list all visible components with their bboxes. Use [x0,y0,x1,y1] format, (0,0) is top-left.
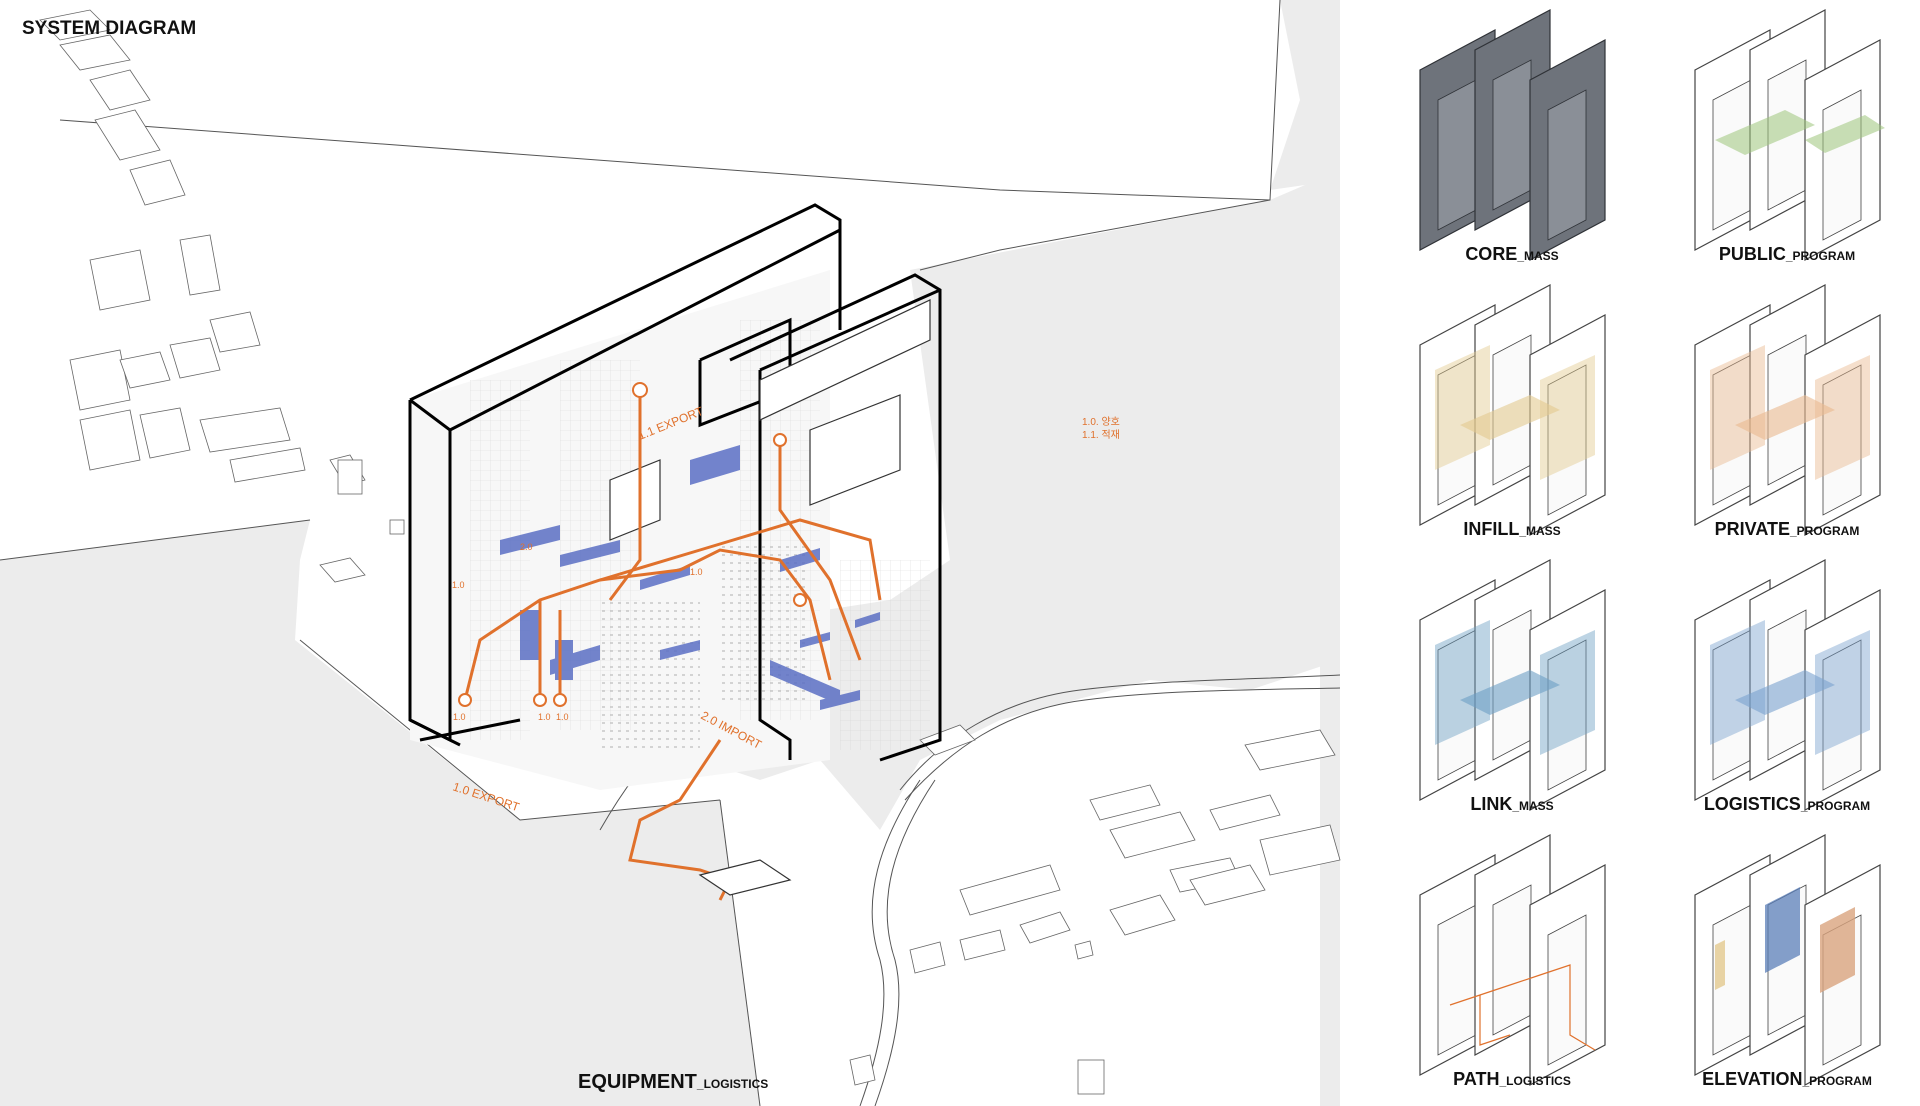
panel-core: CORE_MASS [1419,9,1606,264]
panel-accent [1715,110,1815,155]
panel-frame-window [1822,89,1862,241]
panel-frame-window [1822,639,1862,791]
panel-public: PUBLIC_PROGRAM [1694,9,1885,264]
panel-accent [1435,345,1490,470]
panel-frame-window [1437,79,1477,231]
panel-accent [1460,670,1560,715]
panel-frame-window [1492,884,1532,1036]
panel-accent [1479,995,1511,1046]
panel-label-sub: _PROGRAM [1800,799,1870,813]
annotation-num-1: 1.0 [453,712,466,722]
panel-label: INFILL_MASS [1463,519,1560,539]
annotation-num-3: 1.0 [556,712,569,722]
panel-accent [1715,940,1725,990]
panel-frame-window [1547,89,1587,241]
panel-elevation: ELEVATION_PROGRAM [1694,834,1881,1089]
panel-frame-window [1437,904,1477,1056]
panel-frame-window [1547,639,1587,791]
equipment-caption-sub: _LOGISTICS [696,1077,768,1091]
panel-accent [1710,620,1765,745]
panel-frame-window [1712,79,1752,231]
annotation-num-4: 1.0 [452,580,465,590]
panel-accent [1735,395,1835,440]
panel-accent [1540,630,1595,755]
equipment-caption-main: EQUIPMENT [578,1071,697,1093]
panel-accent [1815,355,1870,480]
panel-label-sub: _MASS [1511,799,1553,813]
annotation-num-6: 2.0 [520,542,533,552]
panel-frame-window [1492,59,1532,211]
panel-accent [1820,907,1855,993]
panel-label-main: INFILL [1463,519,1519,539]
panel-accent [1805,115,1885,153]
annotation-legend-2: 1.1. 적재 [1082,429,1120,441]
panel-accent [1735,670,1835,715]
panel-label: CORE_MASS [1465,244,1558,264]
panel-label: PRIVATE_PROGRAM [1715,519,1860,539]
panel-path: PATH_LOGISTICS [1419,834,1606,1089]
panel-label-main: PATH [1453,1069,1499,1089]
context-buildings [39,9,1341,1095]
panel-label-main: LOGISTICS [1704,794,1801,814]
panel-accent [1540,355,1595,480]
panel-label-sub: _PROGRAM [1802,1074,1872,1088]
panel-label-main: PRIVATE [1715,519,1790,539]
panel-private: PRIVATE_PROGRAM [1694,284,1881,539]
page-title: SYSTEM DIAGRAM [22,18,196,39]
equipment-caption: EQUIPMENT_LOGISTICS [578,1071,768,1093]
annotation-legend-1: 1.0. 양호 [1082,416,1120,428]
panel-label-sub: _PROGRAM [1785,249,1855,263]
panel-label-main: CORE [1465,244,1517,264]
panel-frame-window [1822,364,1862,516]
panel-label-sub: _PROGRAM [1789,524,1859,538]
panel-frame-window [1547,914,1587,1066]
panel-label: PUBLIC_PROGRAM [1719,244,1855,264]
panel-label: ELEVATION_PROGRAM [1702,1069,1872,1089]
panel-logistics: LOGISTICS_PROGRAM [1694,559,1881,814]
panel-label-main: PUBLIC [1719,244,1786,264]
panel-label-main: ELEVATION [1702,1069,1802,1089]
panel-accent [1460,395,1560,440]
panel-label-sub: _MASS [1518,524,1560,538]
panel-label: LOGISTICS_PROGRAM [1704,794,1870,814]
panel-accent [1815,630,1870,755]
panel-label: PATH_LOGISTICS [1453,1069,1571,1089]
panel-label: LINK_MASS [1470,794,1553,814]
annotation-num-5: 1.0 [690,567,703,577]
panel-accent [1710,345,1765,470]
panel-infill: INFILL_MASS [1419,284,1606,539]
panel-accent [1765,887,1800,973]
panel-label-main: LINK [1470,794,1512,814]
main-building [408,203,942,901]
panel-frame-window [1547,364,1587,516]
panel-link: LINK_MASS [1419,559,1606,814]
annotation-num-2: 1.0 [538,712,551,722]
panel-label-sub: _LOGISTICS [1498,1074,1570,1088]
panel-label-sub: _MASS [1516,249,1558,263]
panel-accent [1435,620,1490,745]
